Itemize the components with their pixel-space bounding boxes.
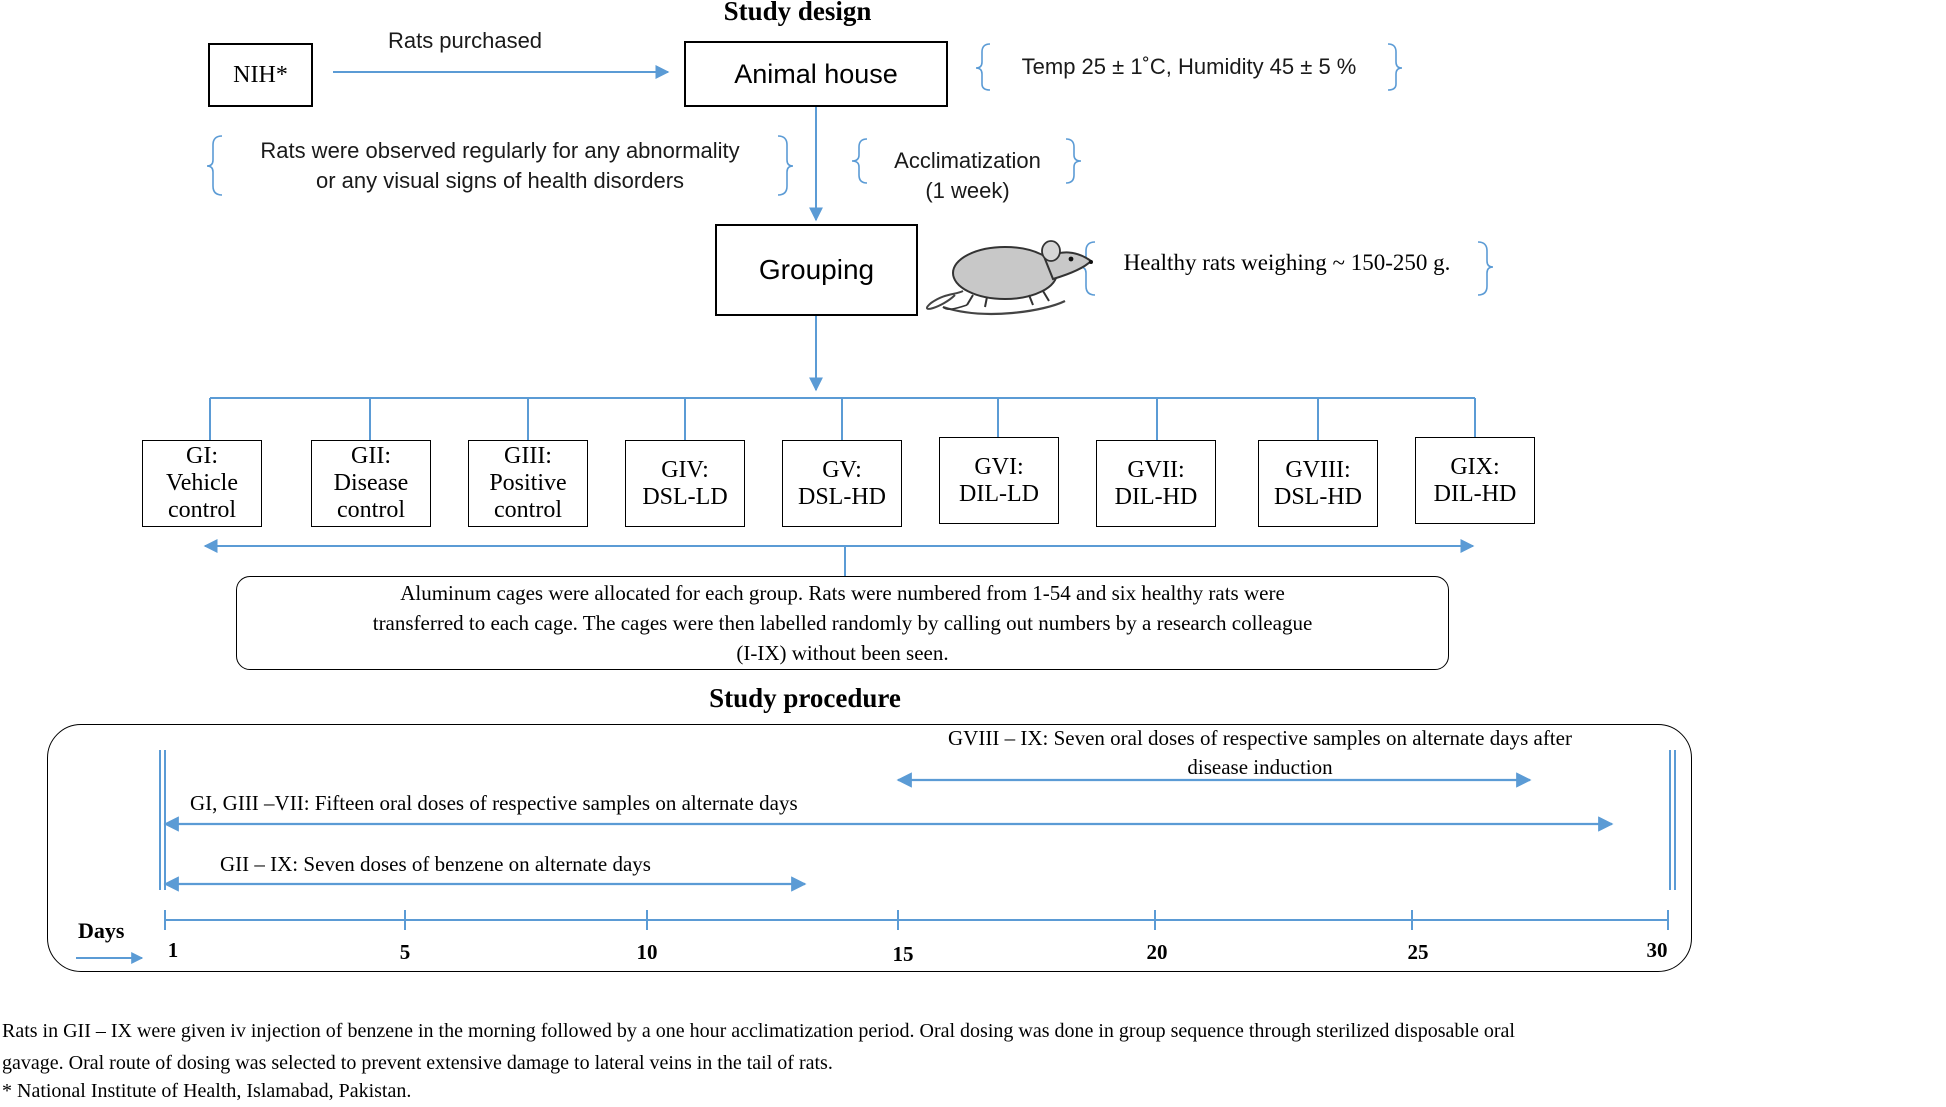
days-label: Days	[78, 918, 125, 943]
nih-box: NIH*	[208, 43, 313, 107]
group-giii-line1: GIII:	[504, 443, 552, 469]
cages-box: Aluminum cages were allocated for each g…	[236, 576, 1449, 670]
group-giii-line2: Positive	[489, 470, 567, 496]
acclimatization-line2: (1 week)	[925, 178, 1010, 203]
group-giii-line3: control	[494, 497, 562, 523]
gviii-label: GVIII – IX: Seven oral doses of respecti…	[890, 724, 1630, 782]
group-gix-line2: DIL-HD	[1433, 480, 1517, 507]
group-gviii-line1: GVIII:	[1285, 456, 1351, 483]
tick-label-15: 15	[892, 942, 914, 966]
group-gii: GII: Disease control	[311, 440, 431, 527]
acclimatization-note: Acclimatization (1 week)	[870, 146, 1065, 206]
group-gi-line2: Vehicle	[166, 470, 238, 496]
group-gvi-line1: GVI:	[974, 453, 1024, 480]
study-design-title: Study design	[723, 0, 872, 26]
grouping-label: Grouping	[758, 254, 875, 285]
footnote-line1: Rats in GII – IX were given iv injection…	[2, 1020, 1515, 1042]
conditions-note: Temp 25 ± 1˚C, Humidity 45 ± 5 %	[1021, 54, 1357, 79]
group-gv-line1: GV:	[822, 456, 862, 483]
group-gv-line2: DSL-HD	[798, 483, 886, 510]
group-giv-line2: DSL-LD	[642, 483, 728, 510]
group-gvii-line2: DIL-HD	[1114, 483, 1198, 510]
group-gii-line2: Disease	[333, 470, 409, 496]
footnote-line2: gavage. Oral route of dosing was selecte…	[2, 1052, 833, 1074]
nih-label: NIH*	[233, 61, 288, 88]
observation-note-line2: or any visual signs of health disorders	[315, 168, 685, 193]
group-gii-line1: GII:	[351, 443, 391, 469]
group-gviii-line2: DSL-HD	[1274, 483, 1362, 510]
group-gi-line3: control	[168, 497, 236, 523]
group-gi-line1: GI:	[186, 443, 218, 469]
group-gvi-line2: DIL-LD	[959, 480, 1039, 507]
observation-note: Rats were observed regularly for any abn…	[225, 136, 775, 196]
cages-line2: transferred to each cage. The cages were…	[372, 611, 1313, 635]
procedure-timeline	[159, 750, 1676, 930]
cages-line1: Aluminum cages were allocated for each g…	[400, 581, 1285, 605]
bracket-acclimatization	[851, 138, 1082, 184]
tick-label-5: 5	[399, 940, 411, 964]
gviii-line2: disease induction	[1187, 755, 1333, 779]
grouping-box: Grouping	[715, 224, 918, 316]
bracket-conditions	[975, 43, 1403, 91]
observation-note-line1: Rats were observed regularly for any abn…	[260, 138, 740, 163]
group-gv: GV: DSL-HD	[782, 440, 902, 527]
group-giii: GIII: Positive control	[468, 440, 588, 527]
group-gii-line3: control	[337, 497, 405, 523]
animal-house-label: Animal house	[734, 58, 898, 89]
rats-purchased-label: Rats purchased	[387, 28, 543, 53]
gii-label: GII – IX: Seven doses of benzene on alte…	[220, 852, 651, 876]
tick-label-25: 25	[1407, 940, 1429, 964]
group-gix-line1: GIX:	[1450, 453, 1500, 480]
group-giv-line1: GIV:	[661, 456, 709, 483]
group-gviii: GVIII: DSL-HD	[1258, 440, 1378, 527]
rat-icon	[926, 240, 1093, 315]
group-gix: GIX: DIL-HD	[1415, 437, 1535, 524]
footnote-line3: * National Institute of Health, Islamaba…	[2, 1080, 412, 1102]
gviii-line1: GVIII – IX: Seven oral doses of respecti…	[948, 726, 1572, 750]
animal-house-box: Animal house	[684, 41, 948, 107]
group-connectors	[209, 398, 1476, 440]
tick-label-20: 20	[1146, 940, 1168, 964]
gi-label: GI, GIII –VII: Fifteen oral doses of res…	[190, 791, 798, 815]
procedure-box	[47, 724, 1692, 972]
group-gvi: GVI: DIL-LD	[939, 437, 1059, 524]
cages-line3: (I-IX) without been seen.	[736, 641, 949, 665]
tick-label-30: 30	[1646, 938, 1668, 962]
tick-label-1: 1	[167, 938, 179, 962]
group-gi: GI: Vehicle control	[142, 440, 262, 527]
tick-label-10: 10	[636, 940, 658, 964]
study-procedure-title: Study procedure	[709, 683, 901, 713]
group-giv: GIV: DSL-LD	[625, 440, 745, 527]
group-gvii: GVII: DIL-HD	[1096, 440, 1216, 527]
bracket-observation	[206, 135, 794, 196]
acclimatization-line1: Acclimatization	[894, 148, 1041, 173]
group-gvii-line1: GVII:	[1127, 456, 1185, 483]
healthy-note: Healthy rats weighing ~ 150-250 g.	[1123, 250, 1451, 275]
